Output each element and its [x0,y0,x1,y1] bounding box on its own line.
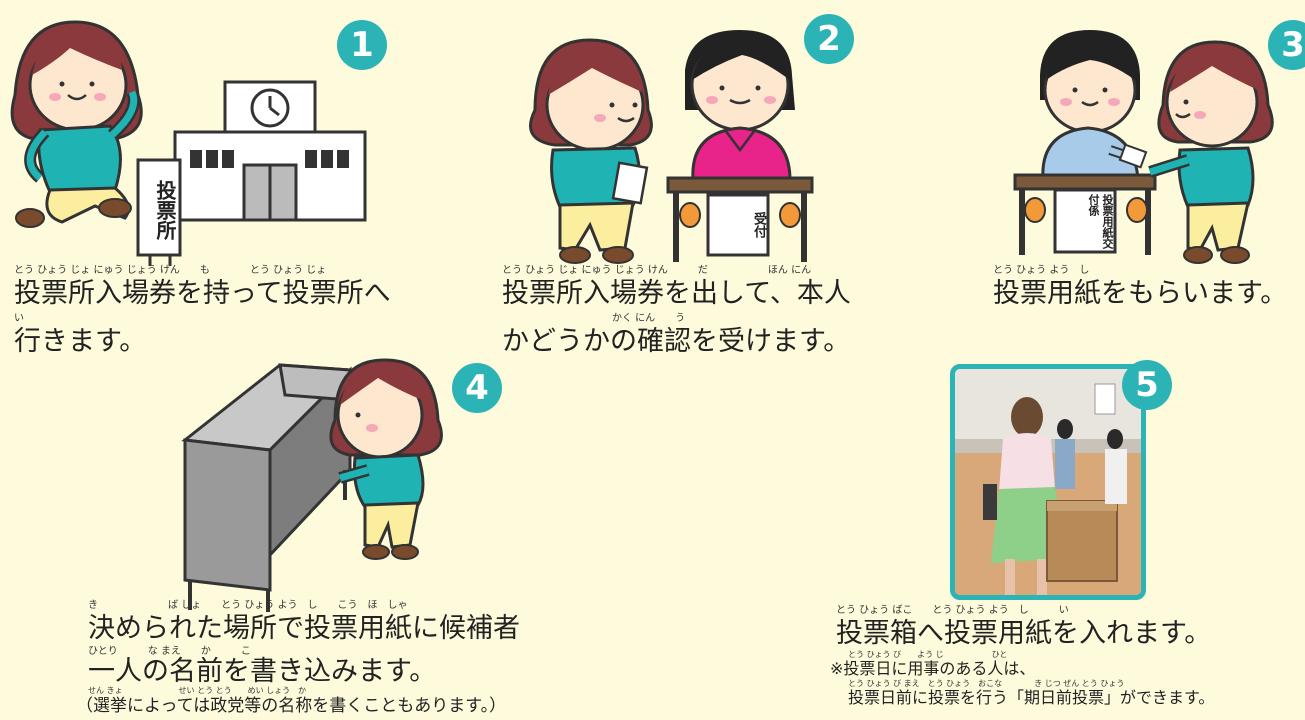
reception-illustration [529,30,814,264]
voting-booth-illustration [181,358,443,612]
step-1-line-2: 行きます。 [14,326,147,357]
step-2-line-1: 投票所入場券を出して、本人 [502,278,851,309]
step-1-line-1: 投票所入場券を持って投票所へ [14,278,391,309]
step-1-furigana-1: とう ひょう じょ にゅう じょう けん も とう ひょう じょ [14,265,327,276]
step-4-furigana-2: ひとり な まえ か こ [88,646,251,657]
step-4-furigana-1: き ば しょ とう ひょう よう し こう ほ しゃ [88,600,408,611]
step-5-furigana-2: とう ひょう び よう じ ひと [848,650,1008,659]
ballot-desk-text: 投票用紙交付係 [1087,194,1114,249]
step-2-text: とう ひょう じょ にゅう じょう けん だ ほん にん 投票所入場券を出して、… [502,265,851,359]
step-4-text: き ば しょ とう ひょう よう し こう ほ しゃ 決められた場所で投票用紙に… [88,600,520,686]
step-3-text: とう ひょう よう し 投票用紙をもらいます。 [993,265,1287,311]
polling-station-illustration [10,20,367,266]
desk-label-text: 受付 [751,212,766,238]
step-4-note: せん きょ せい とう とう めい しょう か （選挙によっては政党等の名称を書… [76,686,506,717]
sign-text: 投票所 [153,180,177,240]
step-5-line-1: 投票箱へ投票用紙を入れます。 [836,618,1212,649]
step-4-line-3: （選挙によっては政党等の名称を書くこともあります。） [76,696,507,716]
step-5-number: 5 [1122,360,1172,410]
step-1-number: 1 [337,20,387,70]
step-4-line-2: 一人の名前を書き込みます。 [88,656,437,687]
step-4-line-1: 決められた場所で投票用紙に候補者 [88,613,520,644]
step-2-line-2: かどうかの確認を受けます。 [502,326,851,357]
step-5-line-3: 投票日前に投票を行う「期日前投票」ができます。 [848,688,1215,707]
step-2-furigana-2: かく にん う [612,313,686,324]
step-5-text: とう ひょう ばこ とう ひょう よう し い 投票箱へ投票用紙を入れます。 [836,605,1211,651]
step-5-furigana-3: とう ひょう び まえ とう ひょう おこな き じつ ぜん とう ひょう [848,679,1125,688]
step-1-text: とう ひょう じょ にゅう じょう けん も とう ひょう じょ 投票所入場券を… [14,265,391,359]
reception-desk-label: 受付 [708,200,768,250]
step-3-line-1: 投票用紙をもらいます。 [993,278,1288,309]
step-1-furigana-2: い [14,313,24,324]
step-2-furigana-1: とう ひょう じょ にゅう じょう けん だ ほん にん [502,265,812,276]
step-3-number: 3 [1268,20,1305,70]
step-2-number: 2 [804,14,854,64]
step-4-furigana-3: せん きょ せい とう とう めい しょう か [88,686,307,695]
step-5-note: とう ひょう び よう じ ひと ※投票日に用事のある人は、 とう ひょう び … [830,650,1214,708]
ballot-desk-label: 投票用紙交付係 [1058,194,1114,250]
step-5-furigana-1: とう ひょう ばこ とう ひょう よう し い [836,605,1069,616]
step-3-furigana-1: とう ひょう よう し [993,265,1090,276]
step-5-line-2: ※投票日に用事のある人は、 [830,659,1036,678]
polling-station-sign: 投票所 [140,168,178,252]
step-4-number: 4 [452,363,502,413]
ballot-distribution-illustration [1013,30,1274,264]
ballot-box-photo [950,364,1146,600]
